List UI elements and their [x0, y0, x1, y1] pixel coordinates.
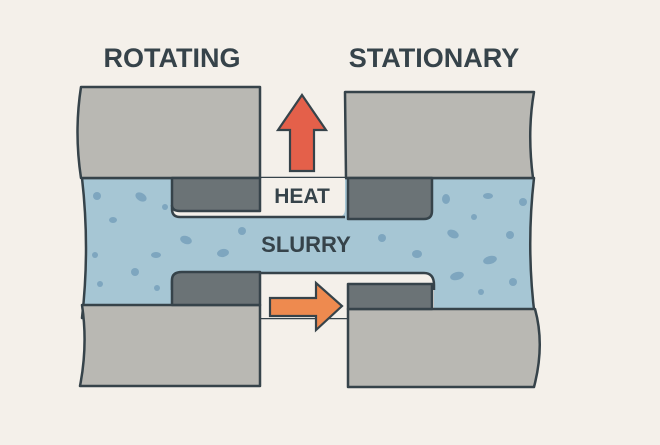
particle — [483, 193, 493, 199]
particle — [450, 271, 464, 281]
particle — [93, 192, 101, 200]
flow-right-arrow — [268, 280, 344, 333]
stationary-upper-block — [343, 90, 536, 180]
particle — [109, 217, 117, 223]
particle — [135, 192, 147, 202]
slurry-particles — [92, 192, 527, 295]
particle — [478, 289, 484, 295]
slurry-label: SLURRY — [261, 232, 351, 257]
rotating-upper-face — [170, 176, 262, 213]
particle — [238, 227, 246, 235]
rotating-lower-block — [78, 303, 262, 388]
particle — [483, 255, 497, 265]
particle — [442, 194, 450, 204]
particle — [506, 231, 514, 239]
rotating-label: ROTATING — [104, 43, 241, 73]
stationary-lower-face — [346, 282, 434, 311]
heat-label: HEAT — [274, 185, 330, 208]
rotating-upper-block — [76, 85, 262, 180]
particle — [217, 248, 229, 258]
heat-up-arrow — [275, 93, 329, 173]
particle — [471, 214, 477, 220]
particle — [131, 268, 139, 276]
particle — [509, 278, 517, 286]
stationary-upper-face — [346, 176, 434, 221]
particle — [154, 285, 160, 291]
particle — [151, 252, 161, 258]
particle — [92, 252, 98, 258]
rotating-lower-face — [170, 270, 262, 307]
particle — [378, 234, 386, 242]
particle — [180, 235, 192, 245]
particle — [447, 229, 459, 239]
particle — [412, 250, 422, 258]
particle — [97, 281, 103, 287]
stationary-label: STATIONARY — [349, 43, 520, 73]
particle — [162, 204, 168, 210]
stationary-lower-block — [346, 307, 541, 389]
particle — [519, 198, 527, 206]
